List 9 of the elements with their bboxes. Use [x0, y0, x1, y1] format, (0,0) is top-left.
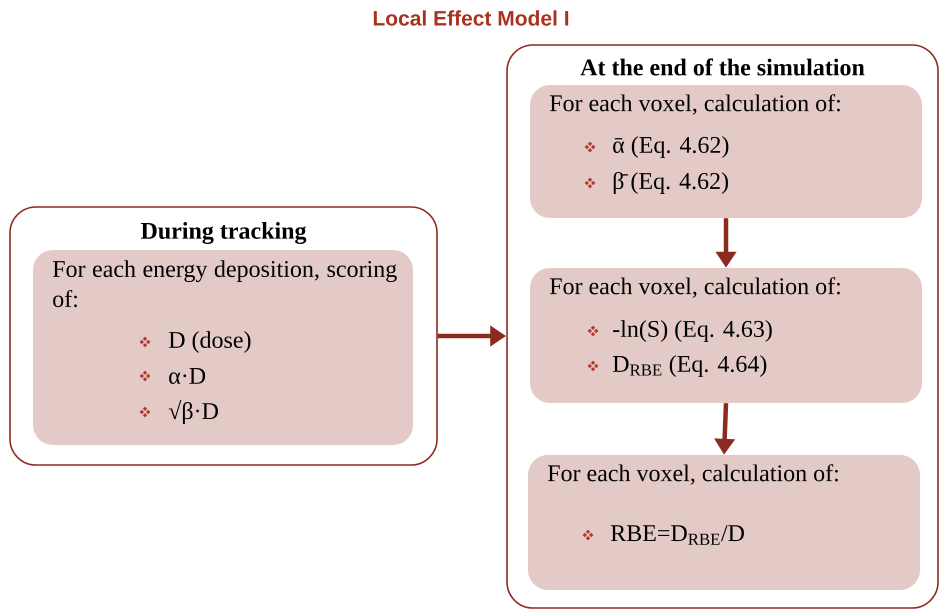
- list-item: ᾱ (Eq. 4.62): [613, 136, 728, 158]
- list-item: β̄ (Eq. 4.62): [614, 172, 728, 194]
- list-item: -ln(S) (Eq. 4.63): [613, 320, 772, 342]
- list-item: α·D: [169, 368, 206, 384]
- title: Local Effect Model I: [374, 10, 568, 26]
- list-item: D (dose): [168, 331, 250, 353]
- list-item: √β·D: [168, 400, 218, 424]
- list-item: D$_{RBE}$ (Eq. 4.64): [612, 355, 766, 377]
- list-item: RBE=D$_{RBE}$/D: [610, 525, 744, 545]
